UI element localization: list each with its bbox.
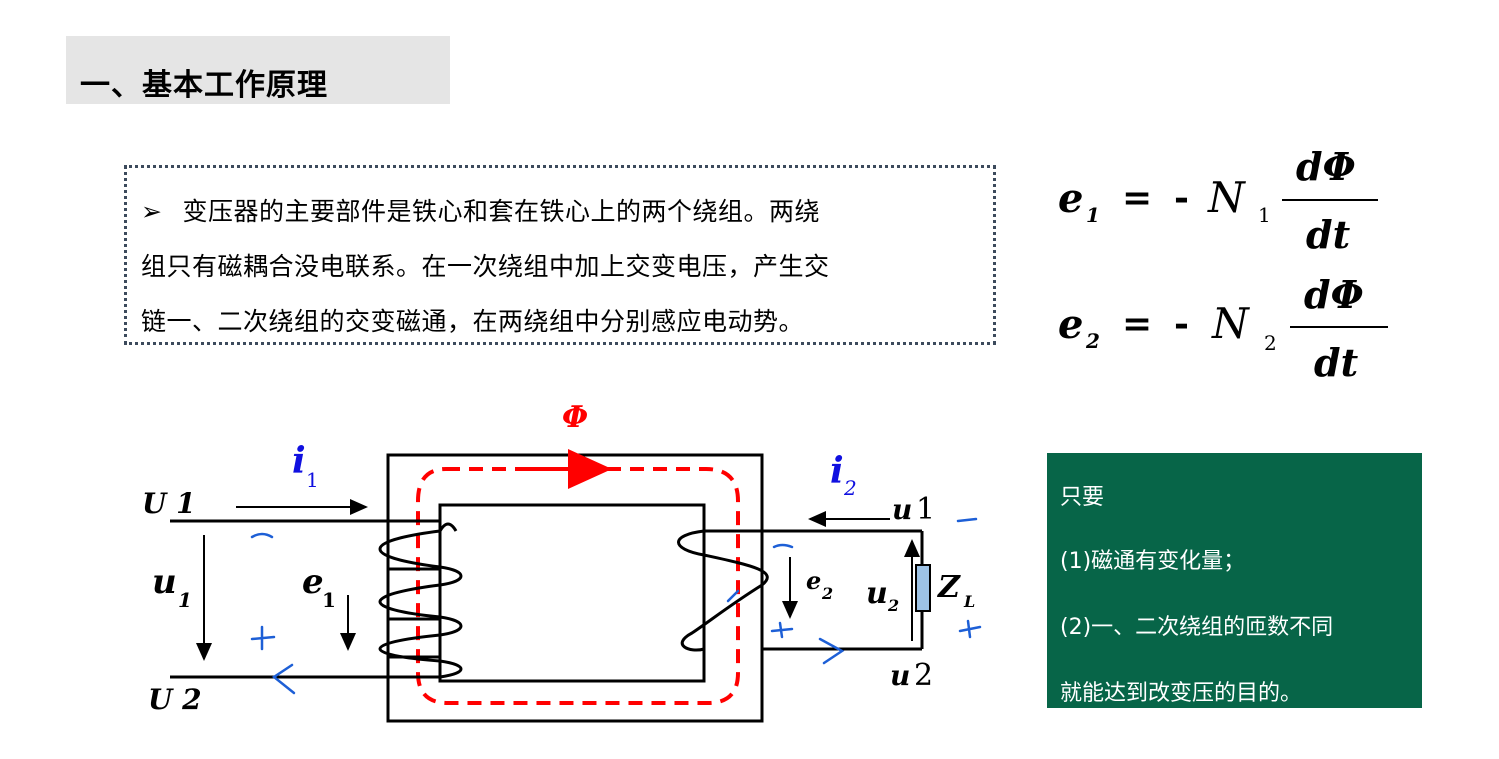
conditions-line-3: (2)一、二次绕组的匝数不同 (1060, 615, 1334, 640)
terminal-U2-label: U 2 (148, 683, 202, 716)
primary-winding (170, 519, 463, 679)
formula-e2-numerator: dΦ (1304, 272, 1364, 317)
e1-label: e (302, 562, 324, 602)
formula-e2-minus: - (1174, 303, 1189, 345)
formula-e2-N: N (1211, 299, 1250, 348)
i2-label: i (830, 450, 844, 492)
principle-line-2: 组只有磁耦合没电联系。在一次绕组中加上交变电压，产生交 (141, 252, 830, 281)
formula-e2: e 2 = - N 2 dΦ dt (1058, 272, 1388, 385)
conditions-line-1: 只要 (1060, 485, 1105, 510)
formula-e1-N-sub: 1 (1258, 203, 1271, 227)
title-bar (66, 36, 450, 104)
formula-e2-denominator: dt (1314, 340, 1359, 385)
e2-label: e (806, 566, 821, 595)
conditions-line-4: 就能达到改变压的目的。 (1060, 681, 1303, 706)
load-label: Z (937, 570, 961, 605)
i1-sub: 1 (306, 468, 319, 492)
u1-voltage-sub: 1 (178, 588, 192, 612)
formula-e2-equals: = (1122, 303, 1152, 345)
e2-sub: 2 (821, 584, 833, 603)
emf-formulas: e 1 = - N 1 dΦ dt e 2 = - N 2 dΦ dt (1050, 144, 1470, 390)
load-resistor (915, 564, 931, 612)
principle-text-1: 变压器的主要部件是铁心和套在铁心上的两个绕组。两绕 (182, 197, 820, 226)
e1-sub: 1 (322, 588, 336, 612)
terminal-u2-num: 2 (914, 658, 933, 693)
formula-e2-lhs-sub: 2 (1085, 329, 1100, 353)
flux-path (416, 467, 740, 705)
formula-e2-lhs: e (1058, 301, 1083, 348)
transformer-diagram: Φ i 1 i (130, 395, 1000, 745)
formula-e2-N-sub: 2 (1264, 331, 1277, 355)
u2-voltage-label: u (866, 576, 888, 611)
conditions-box: 只要 (1)磁通有变化量； (2)一、二次绕组的匝数不同 就能达到改变压的目的。 (1047, 453, 1422, 708)
u1-voltage-label: u (152, 562, 177, 602)
formula-e1-lhs: e (1058, 175, 1083, 222)
formula-e1-numerator: dΦ (1296, 150, 1356, 189)
principle-box: ➢ 变压器的主要部件是铁心和套在铁心上的两个绕组。两绕 组只有磁耦合没电联系。在一… (124, 165, 996, 345)
terminal-u1-num: 1 (916, 492, 935, 527)
formula-e1-minus: - (1174, 177, 1189, 219)
bullet-arrow-icon: ➢ (141, 197, 163, 226)
flux-symbol: Φ (562, 400, 588, 435)
page-title: 一、基本工作原理 (80, 68, 328, 103)
terminal-U1-label: U 1 (142, 487, 196, 520)
load-sub: L (963, 592, 975, 611)
i2-sub: 2 (843, 476, 857, 500)
terminal-u2-label: u (890, 659, 910, 692)
principle-line-3: 链一、二次绕组的交变磁通，在两绕组中分别感应电动势。 (141, 307, 805, 336)
formula-e1-N: N (1207, 173, 1246, 222)
core-window (438, 503, 706, 683)
u2-voltage-sub: 2 (887, 596, 899, 615)
terminal-u1-label: u (892, 493, 912, 526)
formula-e1-lhs-sub: 1 (1086, 203, 1100, 227)
formula-e1-denominator: dt (1306, 212, 1351, 257)
principle-line-1: ➢ 变压器的主要部件是铁心和套在铁心上的两个绕组。两绕 (141, 192, 820, 228)
handwritten-polarity-marks (250, 517, 982, 695)
formula-e1: e 1 = - N 1 dΦ dt (1058, 144, 1378, 257)
conditions-line-2: (1)磁通有变化量； (1060, 549, 1246, 574)
formula-e1-equals: = (1122, 177, 1152, 219)
i1-label: i (292, 440, 306, 482)
